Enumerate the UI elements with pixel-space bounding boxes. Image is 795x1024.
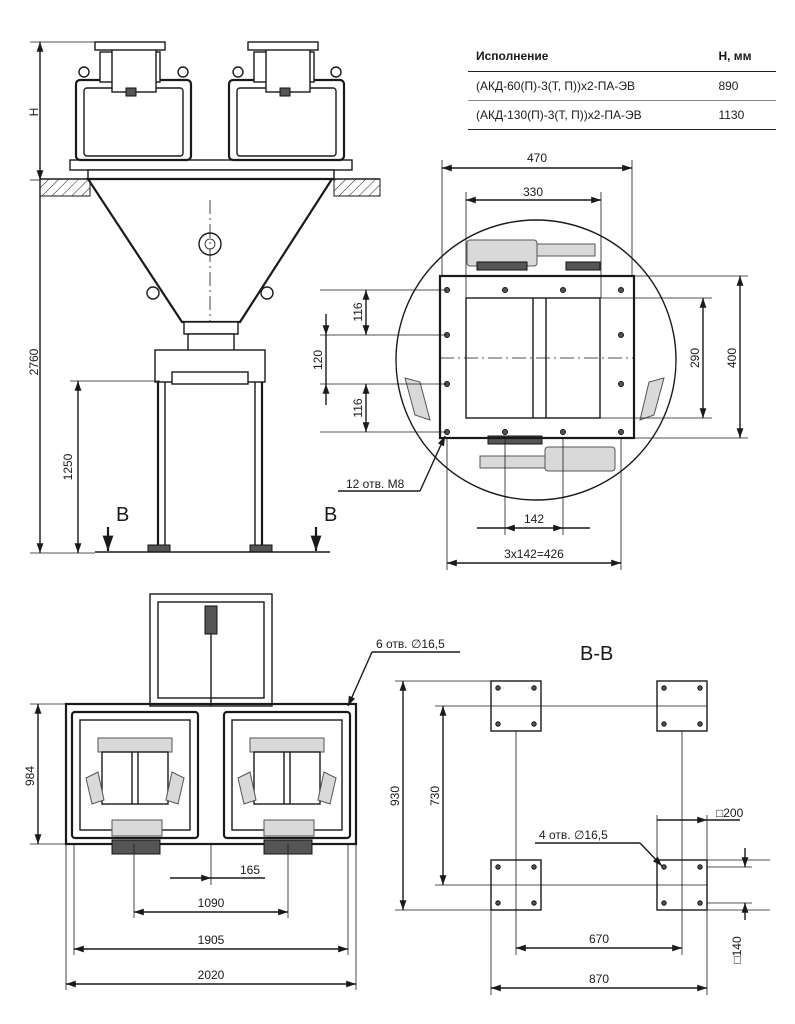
dim-1250-label: 1250 [61, 453, 75, 480]
dim-3x142-label: 3х142=426 [504, 547, 564, 561]
dim-165-label: 165 [240, 863, 260, 877]
doser-right [227, 41, 346, 162]
spec-table-header: Исполнение H, мм [468, 40, 776, 72]
doser-left [74, 41, 193, 162]
section-view: В-В 930 730 670 [388, 643, 770, 995]
holes-16-5-plan-label: 6 отв. ∅16,5 [376, 637, 445, 651]
dim-116-bottom-label: 116 [351, 398, 365, 417]
spec-cell-h: 890 [710, 71, 776, 101]
dim-730-label: 730 [428, 786, 442, 806]
dim-984-label: 984 [23, 766, 37, 786]
table-row: (АКД-60(П)-3(Т, П))х2-ПА-ЭВ 890 [468, 71, 776, 101]
dim-h-label: H [27, 108, 41, 117]
dim-1905-label: 1905 [198, 933, 225, 947]
support-frame [95, 349, 330, 553]
section-title: В-В [580, 643, 613, 665]
dim-2020-label: 2020 [198, 968, 225, 982]
front-view: H 2760 1250 B B [27, 41, 381, 554]
mounting-holes [444, 287, 624, 435]
spec-header-variant: Исполнение [468, 40, 711, 72]
spec-table: Исполнение H, мм (АКД-60(П)-3(Т, П))х2-П… [468, 40, 776, 130]
dim-140-label: □140 [730, 936, 744, 964]
spec-cell-h: 1130 [710, 100, 776, 130]
hopper [85, 177, 335, 353]
dim-930-label: 930 [388, 786, 402, 806]
dim-120-label: 120 [311, 350, 325, 370]
holes-m8-label: 12 отв. М8 [346, 477, 405, 491]
dim-670-label: 670 [589, 932, 609, 946]
base-plates [490, 680, 708, 911]
spec-cell-variant: (АКД-60(П)-3(Т, П))х2-ПА-ЭВ [468, 71, 711, 101]
section-mark-right: B [324, 504, 337, 526]
dim-470-label: 470 [527, 151, 547, 165]
dim-290-label: 290 [688, 348, 702, 368]
dim-400-label: 400 [725, 348, 739, 368]
dim-142-label: 142 [524, 512, 544, 526]
plan-view: 6 отв. ∅16,5 984 165 1090 1905 2020 [23, 593, 460, 990]
table-row: (АКД-130(П)-3(Т, П))х2-ПА-ЭВ 1130 [468, 100, 776, 130]
spec-cell-variant: (АКД-130(П)-3(Т, П))х2-ПА-ЭВ [468, 100, 711, 130]
detail-view: 470 330 116 120 116 290 400 12 отв. М8 [311, 151, 748, 570]
section-mark-left: B [116, 504, 129, 526]
dim-330-label: 330 [523, 185, 543, 199]
spec-header-h: H, мм [710, 40, 776, 72]
holes-16-5-section-label: 4 отв. ∅16,5 [539, 828, 608, 842]
dim-2760-label: 2760 [27, 348, 41, 375]
dim-116-top-label: 116 [351, 302, 365, 321]
dim-870-label: 870 [589, 972, 609, 986]
dim-200-label: □200 [716, 806, 744, 820]
dim-1090-label: 1090 [198, 896, 225, 910]
